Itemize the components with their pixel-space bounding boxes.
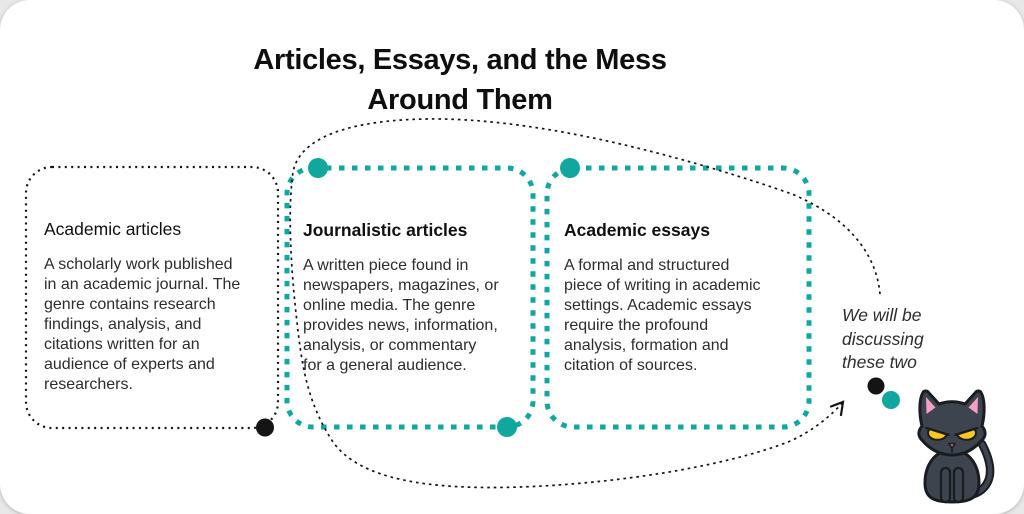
journalistic-articles-box: Journalistic articles A written piece fo… [303, 220, 539, 376]
cat-leg [952, 466, 965, 504]
cat-inner-ear [968, 397, 978, 414]
page-title: Articles, Essays, and the Mess Around Th… [253, 44, 667, 116]
arrowhead-icon [829, 400, 845, 417]
teal-dot-box2-bottom [497, 417, 517, 437]
cat-eyelid [925, 426, 950, 436]
academic-articles-box-border [24, 165, 280, 430]
cat-leg [939, 466, 952, 504]
black-dot-near-note [867, 377, 885, 395]
journalistic-articles-title: Journalistic articles [303, 220, 468, 240]
cat-nose [948, 442, 956, 449]
journalistic-articles-box-border [284, 165, 536, 430]
academic-essays-description: A formal and structured piece of writing… [564, 257, 761, 374]
journalistic-articles-description: A written piece found in newspapers, mag… [303, 257, 499, 374]
academic-articles-title: Academic articles [44, 219, 182, 239]
academic-essays-box-border [544, 165, 812, 430]
academic-essays-box: Academic essays A formal and structured … [564, 220, 808, 376]
cat-illustration [917, 389, 995, 504]
academic-articles-box: Academic articles A scholarly work publi… [44, 219, 280, 395]
academic-articles-description: A scholarly work published in an academi… [44, 256, 241, 393]
teal-dot-box3-top [560, 158, 580, 178]
side-note: We will be discussing these two [842, 305, 924, 372]
cat-eyelid [954, 426, 979, 436]
academic-essays-title: Academic essays [564, 220, 710, 240]
teal-dot-near-note [882, 391, 900, 409]
cat-inner-ear [926, 397, 936, 414]
black-dot-box1-corner [256, 418, 274, 437]
cat-body [923, 448, 981, 504]
teal-dot-box2-top [308, 158, 328, 178]
